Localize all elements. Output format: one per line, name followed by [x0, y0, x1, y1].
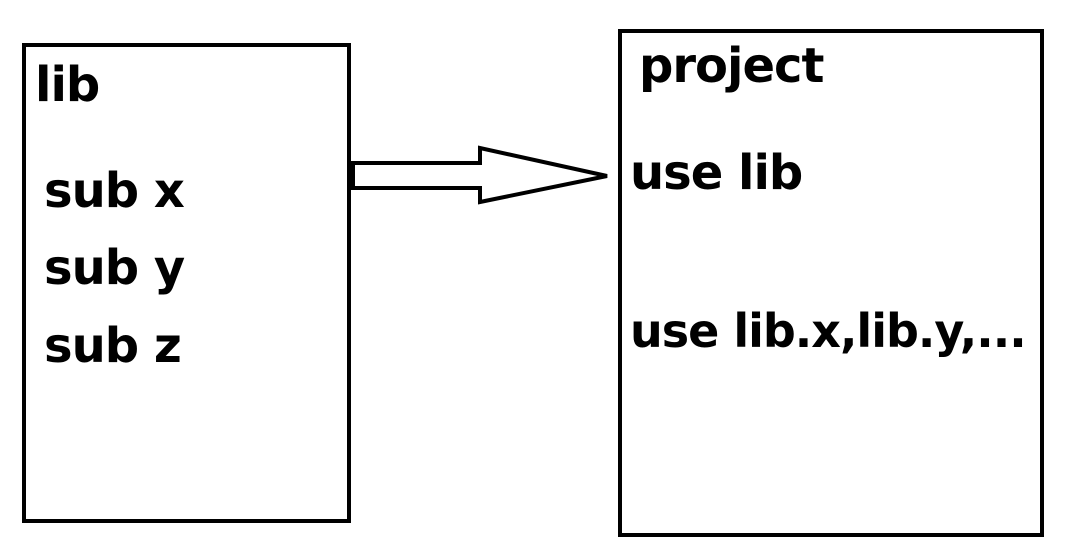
lib-box-title: lib	[35, 57, 100, 113]
project-box: project use lib use lib.x,lib.y,...	[618, 29, 1044, 537]
lib-item-sub-y: sub y	[44, 240, 185, 296]
project-line-use-lib: use lib	[630, 145, 803, 201]
lib-box: lib sub x sub y sub z	[22, 43, 351, 523]
project-box-title: project	[639, 38, 824, 94]
lib-item-sub-z: sub z	[44, 318, 182, 374]
arrow-shape	[351, 145, 608, 205]
project-line-use-lib-members: use lib.x,lib.y,...	[630, 304, 1027, 358]
lib-item-sub-x: sub x	[44, 163, 185, 219]
